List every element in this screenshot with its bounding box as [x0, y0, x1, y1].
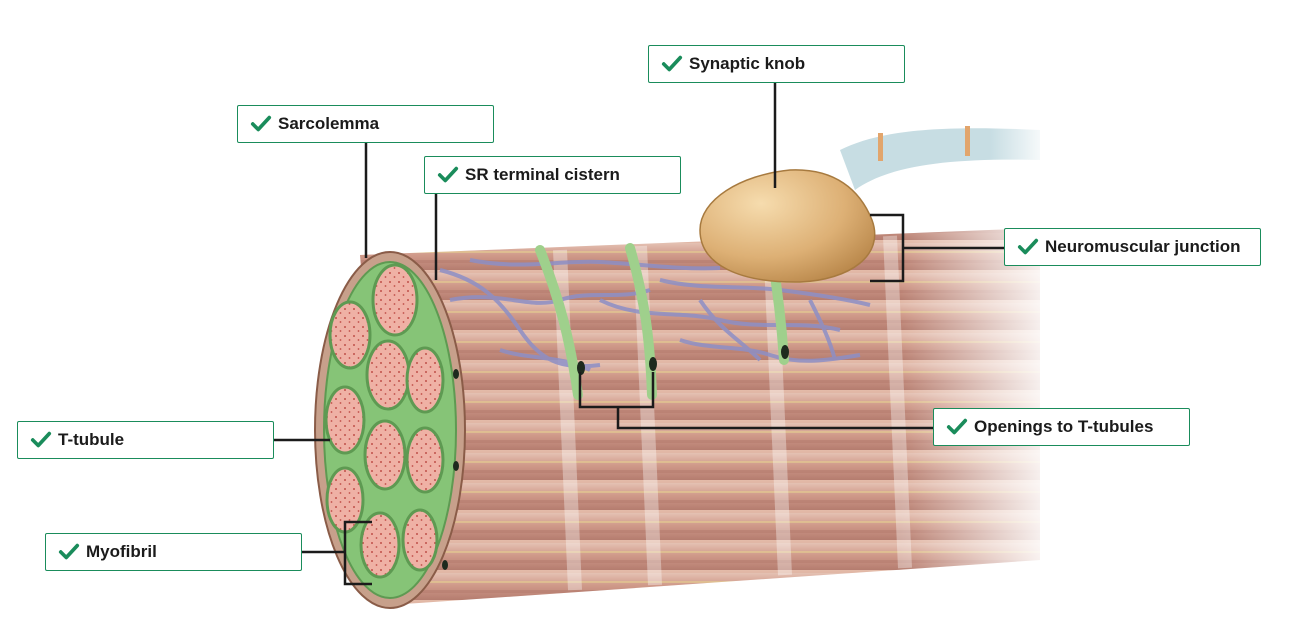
label-text: T-tubule [58, 430, 125, 449]
checkmark-icon [250, 115, 272, 132]
myofibril-leader [301, 520, 372, 586]
fiber-cross-section [314, 251, 466, 609]
label-sr-terminal-cistern[interactable]: SR terminal cistern [424, 156, 681, 194]
checkmark-icon [946, 418, 968, 435]
label-t-tubule[interactable]: T-tubule [17, 421, 274, 459]
label-neuromuscular-junction[interactable]: Neuromuscular junction [1004, 228, 1261, 266]
sr-network [439, 258, 871, 372]
synaptic-knob [699, 169, 876, 283]
checkmark-icon [58, 543, 80, 560]
label-text: SR terminal cistern [465, 165, 620, 184]
checkmark-icon [661, 55, 683, 72]
label-synaptic-knob[interactable]: Synaptic knob [648, 45, 905, 83]
t-tubule-openings [577, 345, 789, 375]
label-text: Myofibril [86, 542, 157, 561]
axon [840, 120, 1050, 190]
label-openings-to-t-tubules[interactable]: Openings to T-tubules [933, 408, 1190, 446]
leader-lines [273, 82, 1004, 586]
label-sarcolemma[interactable]: Sarcolemma [237, 105, 494, 143]
checkmark-icon [437, 166, 459, 183]
label-text: Openings to T-tubules [974, 417, 1154, 436]
label-text: Synaptic knob [689, 54, 806, 73]
label-text: Sarcolemma [278, 114, 380, 133]
label-text: Neuromuscular junction [1045, 237, 1241, 256]
openings-leader [578, 372, 935, 430]
muscle-fiber-body [360, 210, 1060, 610]
checkmark-icon [1017, 238, 1039, 255]
label-myofibril[interactable]: Myofibril [45, 533, 302, 571]
checkmark-icon [30, 431, 52, 448]
nmj-leader [870, 213, 1004, 283]
